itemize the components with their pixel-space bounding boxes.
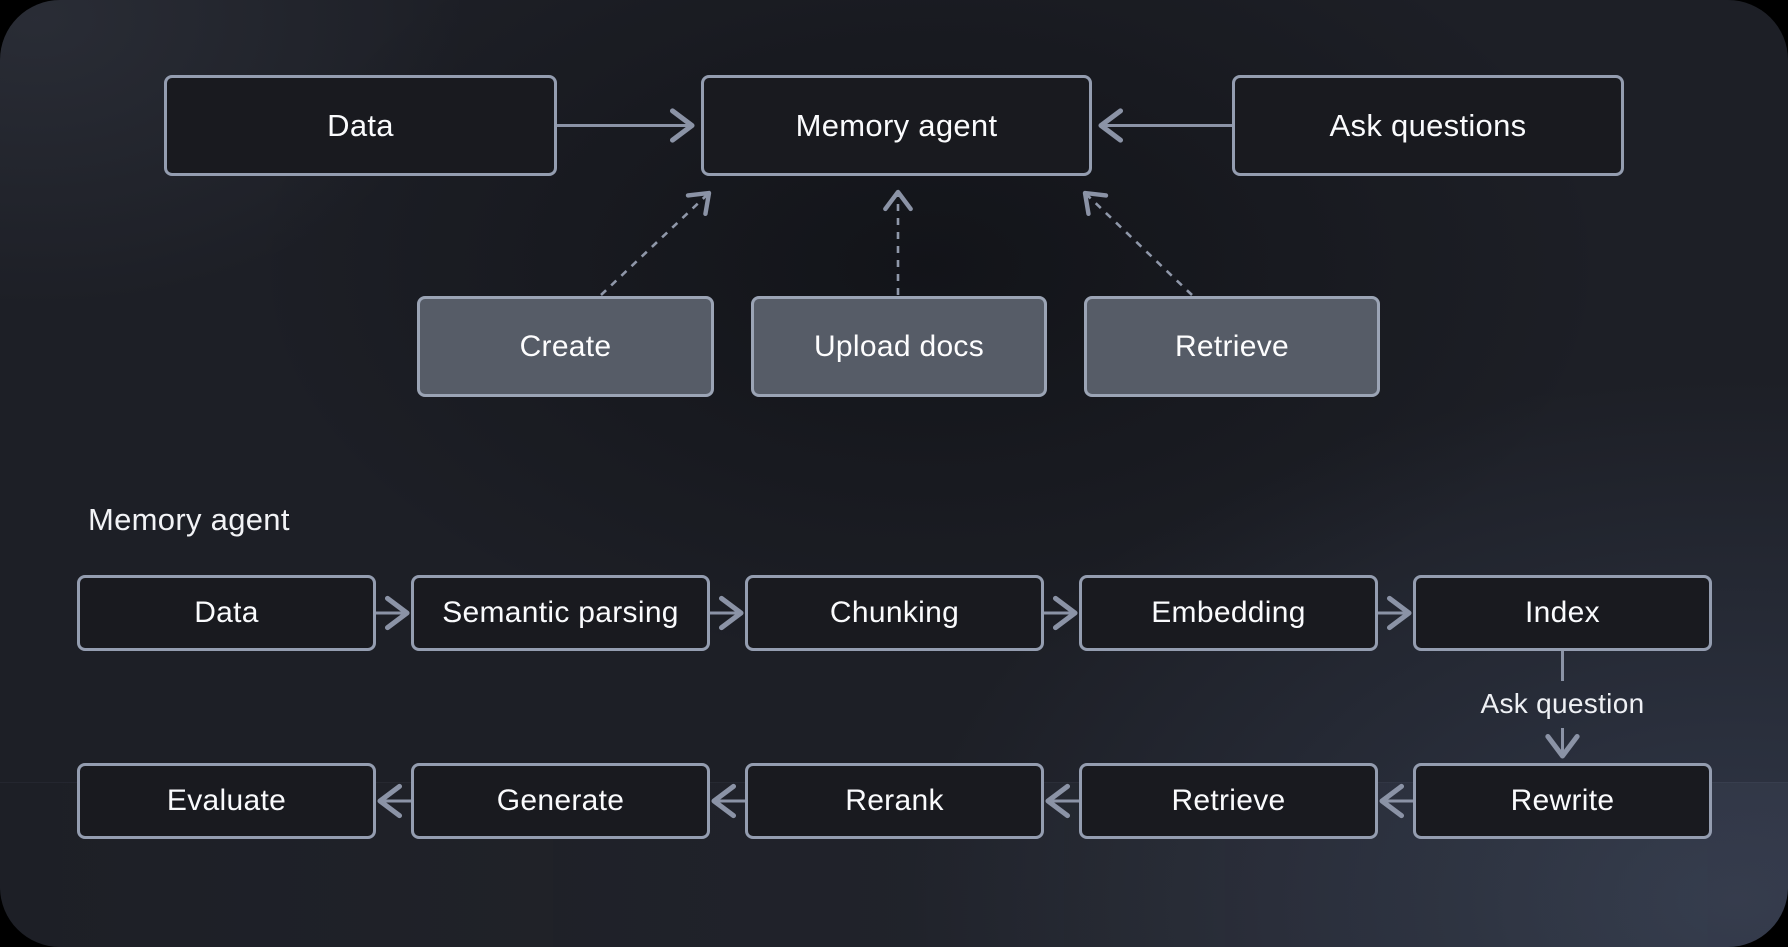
node-rewrite: Rewrite <box>1413 763 1712 839</box>
node-chunking-label: Chunking <box>829 596 960 629</box>
dashed-arrow-retrieve-to-memory-agent <box>1082 190 1193 296</box>
node-retrieve-action: Retrieve <box>1084 296 1380 397</box>
node-data-source-label: Data <box>327 107 394 143</box>
node-retrieve-action-label: Retrieve <box>1174 329 1290 363</box>
node-evaluate: Evaluate <box>77 763 376 839</box>
node-index-label: Index <box>1525 596 1600 629</box>
node-data-source: Data <box>164 75 557 176</box>
ask-question-label: Ask question <box>1480 688 1645 719</box>
node-retrieve-label: Retrieve <box>1171 784 1286 817</box>
node-create: Create <box>417 296 714 397</box>
node-ask-questions: Ask questions <box>1232 75 1624 176</box>
pipeline-section-title: Memory agent <box>88 502 290 537</box>
node-ask-questions-label: Ask questions <box>1329 107 1527 143</box>
node-memory-agent-label: Memory agent <box>795 107 998 143</box>
node-memory-agent: Memory agent <box>701 75 1092 176</box>
node-index: Index <box>1413 575 1712 651</box>
node-retrieve: Retrieve <box>1079 763 1378 839</box>
node-rewrite-label: Rewrite <box>1510 784 1615 817</box>
node-upload-docs-label: Upload docs <box>813 329 985 363</box>
node-upload-docs: Upload docs <box>751 296 1047 397</box>
node-semantic-parsing: Semantic parsing <box>411 575 710 651</box>
node-generate-label: Generate <box>496 784 625 817</box>
node-rerank-label: Rerank <box>845 784 944 817</box>
node-chunking: Chunking <box>745 575 1044 651</box>
node-evaluate-label: Evaluate <box>166 784 287 817</box>
node-pipeline-data: Data <box>77 575 376 651</box>
node-rerank: Rerank <box>745 763 1044 839</box>
node-semantic-parsing-label: Semantic parsing <box>442 596 679 629</box>
dashed-arrow-create-to-memory-agent <box>600 190 712 296</box>
node-embedding-label: Embedding <box>1151 596 1306 629</box>
node-generate: Generate <box>411 763 710 839</box>
node-create-label: Create <box>519 329 612 363</box>
node-pipeline-data-label: Data <box>194 596 259 629</box>
node-embedding: Embedding <box>1079 575 1378 651</box>
